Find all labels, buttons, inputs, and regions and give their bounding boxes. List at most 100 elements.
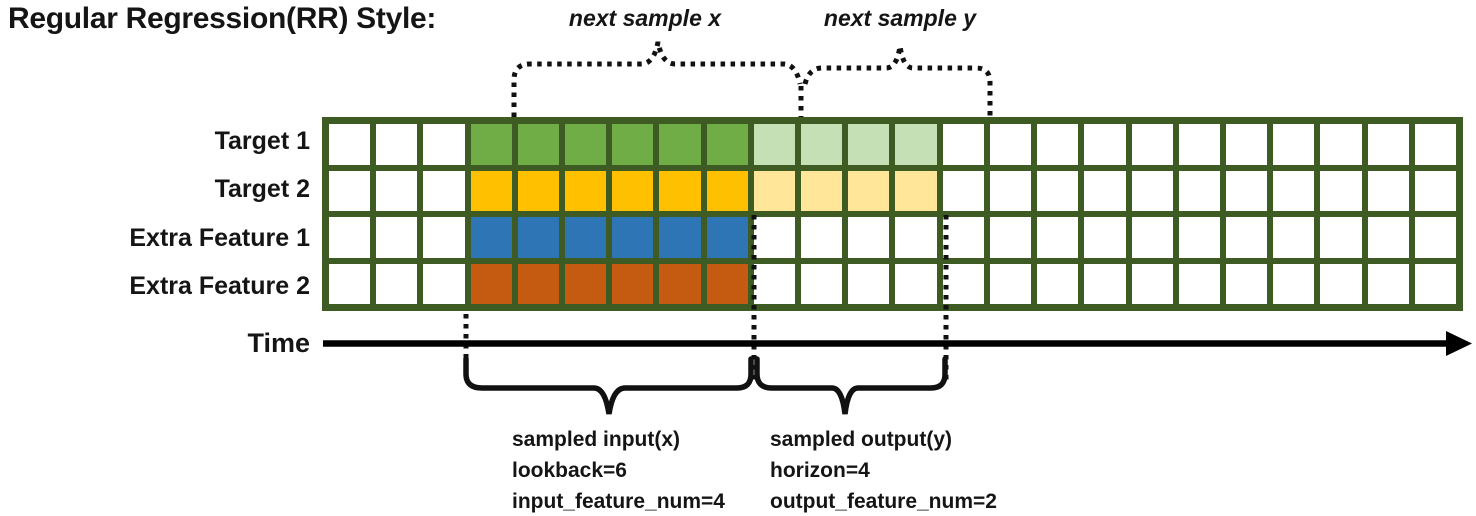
grid-cell <box>1367 263 1409 304</box>
time-axis-label: Time <box>247 328 310 358</box>
grid-cell <box>1178 217 1220 258</box>
grid-cell <box>612 263 654 304</box>
grid-cell <box>1084 217 1126 258</box>
grid-cell <box>706 124 748 165</box>
input-feature-num-value: input_feature_num=4 <box>512 490 725 513</box>
grid-cell <box>1084 263 1126 304</box>
row-labels: Target 1 Target 2 Extra Feature 1 Extra … <box>0 117 310 311</box>
sampled-input-title: sampled input(x) <box>512 428 681 451</box>
grid-cell <box>942 217 984 258</box>
grid-cell <box>989 170 1032 211</box>
grid-cell <box>753 124 796 165</box>
grid-cell <box>989 263 1032 304</box>
grid-cell <box>706 263 748 304</box>
grid-cell <box>612 124 654 165</box>
grid-cell <box>329 124 371 165</box>
grid-cell <box>1084 170 1126 211</box>
grid-cell <box>423 217 465 258</box>
grid-cell <box>423 124 465 165</box>
grid-cell <box>1414 170 1456 211</box>
row-label-extra-feature-1: Extra Feature 1 <box>129 223 310 252</box>
grid-cell <box>1131 263 1173 304</box>
grid-cell <box>1131 217 1173 258</box>
grid-cell <box>1037 170 1079 211</box>
next-sample-x-brace <box>511 41 803 117</box>
sampling-grid <box>322 117 1463 311</box>
grid-cell <box>1414 124 1456 165</box>
grid-cell <box>989 124 1032 165</box>
grid-cell <box>517 124 560 165</box>
grid-cell <box>517 217 560 258</box>
grid-cell <box>1131 124 1173 165</box>
grid-cell <box>895 263 937 304</box>
grid-cell <box>706 217 748 258</box>
grid-cell <box>1225 124 1268 165</box>
grid-cell <box>753 217 796 258</box>
grid-cell <box>895 217 937 258</box>
grid-cell <box>1178 263 1220 304</box>
next-sample-y-brace <box>802 45 993 117</box>
grid-cell <box>329 263 371 304</box>
grid-cell <box>565 263 607 304</box>
grid-cell <box>848 124 890 165</box>
grid-cell <box>1037 263 1079 304</box>
grid-cell <box>470 170 512 211</box>
grid-cell <box>423 263 465 304</box>
grid-cell <box>1273 263 1315 304</box>
grid-cell <box>942 170 984 211</box>
grid-cell <box>565 170 607 211</box>
grid-cell <box>1084 124 1126 165</box>
horizon-value: horizon=4 <box>770 459 870 482</box>
grid-cell <box>1037 217 1079 258</box>
lookback-value: lookback=6 <box>512 459 627 482</box>
grid-cell <box>376 124 418 165</box>
row-label-target-2: Target 2 <box>214 175 310 204</box>
sampled-output-note: sampled output(y) horizon=4 output_featu… <box>770 424 997 516</box>
grid-cell <box>753 170 796 211</box>
grid-cell <box>1320 263 1362 304</box>
grid-cell <box>612 217 654 258</box>
next-sample-y-label: next sample y <box>823 5 977 31</box>
grid-cell <box>801 263 843 304</box>
grid-cell <box>848 217 890 258</box>
grid-cell <box>753 263 796 304</box>
grid-cell <box>565 124 607 165</box>
grid-cell <box>612 170 654 211</box>
grid-cell <box>1273 170 1315 211</box>
grid-cell <box>565 217 607 258</box>
time-arrowhead <box>1446 331 1472 356</box>
grid-cell <box>517 170 560 211</box>
output-underbrace <box>754 356 948 415</box>
grid-cell <box>1273 124 1315 165</box>
input-underbrace <box>463 356 754 415</box>
grid-cell <box>1178 170 1220 211</box>
grid-cell <box>1037 124 1079 165</box>
grid-cell <box>1414 263 1456 304</box>
grid-cell <box>376 217 418 258</box>
grid-cell <box>1178 124 1220 165</box>
grid-cell <box>989 217 1032 258</box>
grid-cell <box>1414 217 1456 258</box>
row-label-target-1: Target 1 <box>214 126 310 155</box>
grid-cell <box>1320 217 1362 258</box>
grid-cell <box>942 124 984 165</box>
grid-cell <box>470 263 512 304</box>
grid-cell <box>801 124 843 165</box>
grid-cell <box>942 263 984 304</box>
grid-cell <box>659 170 701 211</box>
grid-cell <box>895 170 937 211</box>
grid-cell <box>376 263 418 304</box>
grid-cell <box>1225 170 1268 211</box>
grid-cell <box>659 124 701 165</box>
sampled-input-note: sampled input(x) lookback=6 input_featur… <box>512 424 725 516</box>
grid-cell <box>801 170 843 211</box>
grid-cell <box>329 217 371 258</box>
row-label-extra-feature-2: Extra Feature 2 <box>129 272 310 301</box>
next-sample-x-label: next sample x <box>568 5 722 31</box>
grid-cell <box>423 170 465 211</box>
grid-cell <box>376 170 418 211</box>
grid-cell <box>1131 170 1173 211</box>
grid-cell <box>1225 263 1268 304</box>
grid-cell <box>895 124 937 165</box>
